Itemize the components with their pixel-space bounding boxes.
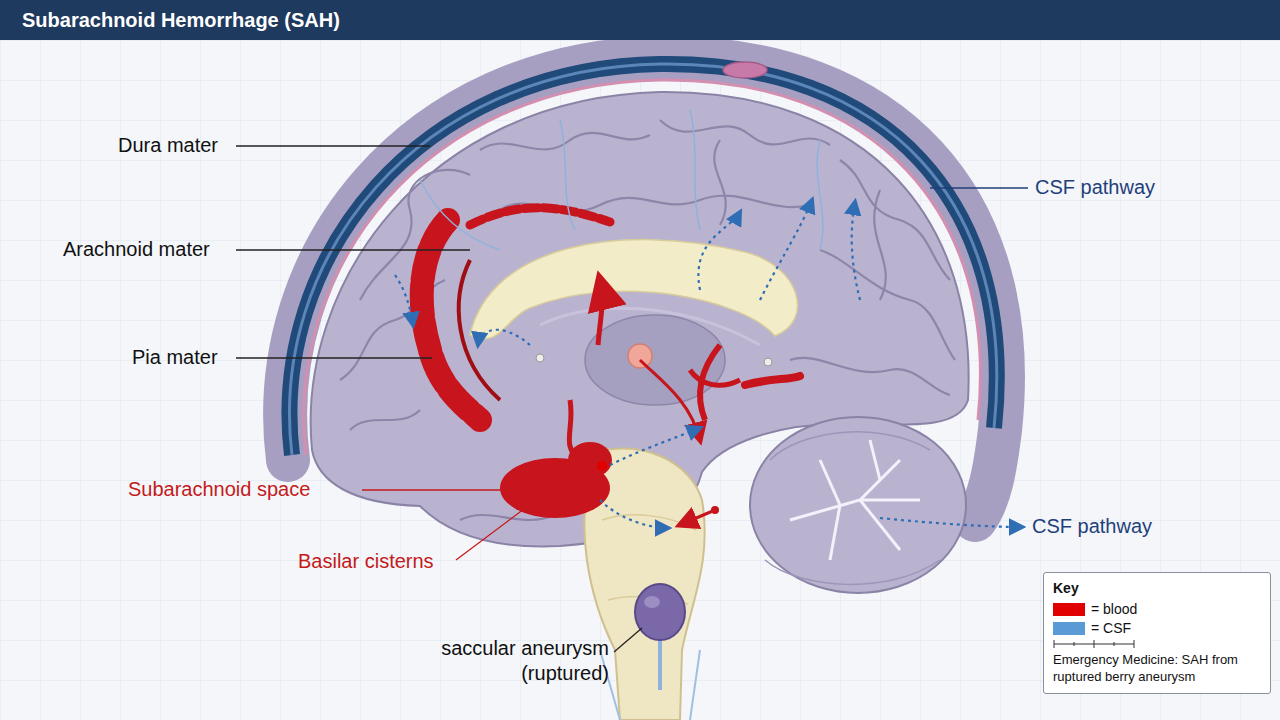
scale-ticks [1053, 639, 1135, 649]
anatomy-label: CSF pathway [1035, 175, 1155, 200]
aneurysm [635, 584, 685, 690]
csf-arrows [478, 330, 530, 345]
brainstem [600, 650, 700, 720]
legend-row: = blood [1053, 601, 1261, 617]
csf-arrows [698, 212, 740, 290]
legend-swatch [1053, 622, 1085, 635]
cerebellum [820, 460, 840, 505]
cerebrum [840, 160, 950, 280]
cerebellum [870, 440, 880, 480]
csf-arrows [880, 518, 1022, 527]
aneurysm [635, 584, 685, 640]
anatomy-label: Subarachnoid space [128, 477, 310, 502]
cerebrum [350, 410, 420, 430]
cerebrum [480, 133, 650, 150]
blood [711, 506, 719, 514]
leader-lines [456, 482, 560, 560]
leader-lines [236, 249, 470, 250]
leader-lines [930, 187, 1028, 188]
blood [568, 442, 612, 478]
blood [690, 370, 740, 385]
scale-ticks [1054, 640, 1134, 648]
anatomy-label: Basilar cisterns [298, 549, 434, 574]
blood [680, 510, 715, 525]
leader-lines [362, 489, 520, 490]
anatomy-label: Dura mater [118, 133, 218, 158]
cerebrum [470, 240, 798, 339]
cerebrum [874, 190, 886, 300]
cerebellum [830, 505, 840, 560]
blood [459, 260, 500, 400]
legend-swatch [1053, 603, 1085, 616]
csf-arrows [395, 200, 1022, 528]
cerebellum [860, 500, 900, 550]
cerebellum [770, 432, 930, 460]
csf-vessels [420, 180, 500, 250]
csf-arrows [610, 428, 700, 465]
cerebrum [628, 344, 652, 368]
cerebellum [765, 432, 940, 585]
anatomy-label: Arachnoid mater [63, 237, 210, 262]
csf-arrows [600, 500, 668, 528]
cerebrum [790, 358, 950, 395]
csf-vessels [690, 110, 700, 230]
legend-text: = CSF [1091, 620, 1131, 636]
aneurysm [658, 640, 662, 690]
blood [640, 360, 700, 440]
key-heading: Key [1053, 580, 1261, 596]
csf-arrows [395, 275, 413, 325]
anatomy-label: CSF pathway [1032, 514, 1152, 539]
blood [598, 280, 602, 345]
csf-vessels [817, 140, 823, 250]
blood [569, 400, 580, 460]
anatomy-label: saccular aneurysm (ruptured) [404, 636, 609, 686]
cerebellum [750, 417, 966, 593]
blood [470, 208, 610, 225]
leader-lines [236, 145, 430, 146]
cerebellum [860, 499, 920, 502]
cerebrum [536, 354, 544, 362]
cerebellum [790, 440, 920, 560]
blood [422, 208, 800, 525]
csf-vessels [560, 120, 575, 230]
title: Subarachnoid Hemorrhage (SAH) [22, 9, 340, 32]
key-box: Key = blood = CSF Emergency Medicine: SAH f… [1043, 572, 1271, 694]
cerebrum [764, 358, 772, 366]
leader-lines [236, 146, 1028, 652]
csf-arrows [760, 200, 812, 300]
cerebellum [750, 417, 966, 593]
csf-arrows [852, 202, 860, 300]
aneurysm [644, 596, 660, 608]
leader-lines [614, 628, 642, 652]
cerebellum [790, 460, 900, 520]
legend-row: = CSF [1053, 620, 1261, 636]
legend-text: = blood [1091, 601, 1137, 617]
cerebrum [660, 120, 830, 145]
csf-vessels [420, 110, 823, 250]
leader-lines [236, 357, 432, 358]
cerebrum [714, 140, 726, 225]
skull-meninges [723, 62, 767, 78]
anatomy-label: Pia mater [132, 345, 218, 370]
blood [745, 376, 800, 385]
cerebrum [540, 308, 760, 345]
cerebrum [585, 315, 725, 405]
cerebellum [765, 560, 940, 584]
brainstem [602, 515, 696, 530]
blood [597, 461, 607, 471]
key-caption: Emergency Medicine: SAH from ruptured be… [1053, 652, 1261, 686]
cerebrum [820, 250, 955, 360]
